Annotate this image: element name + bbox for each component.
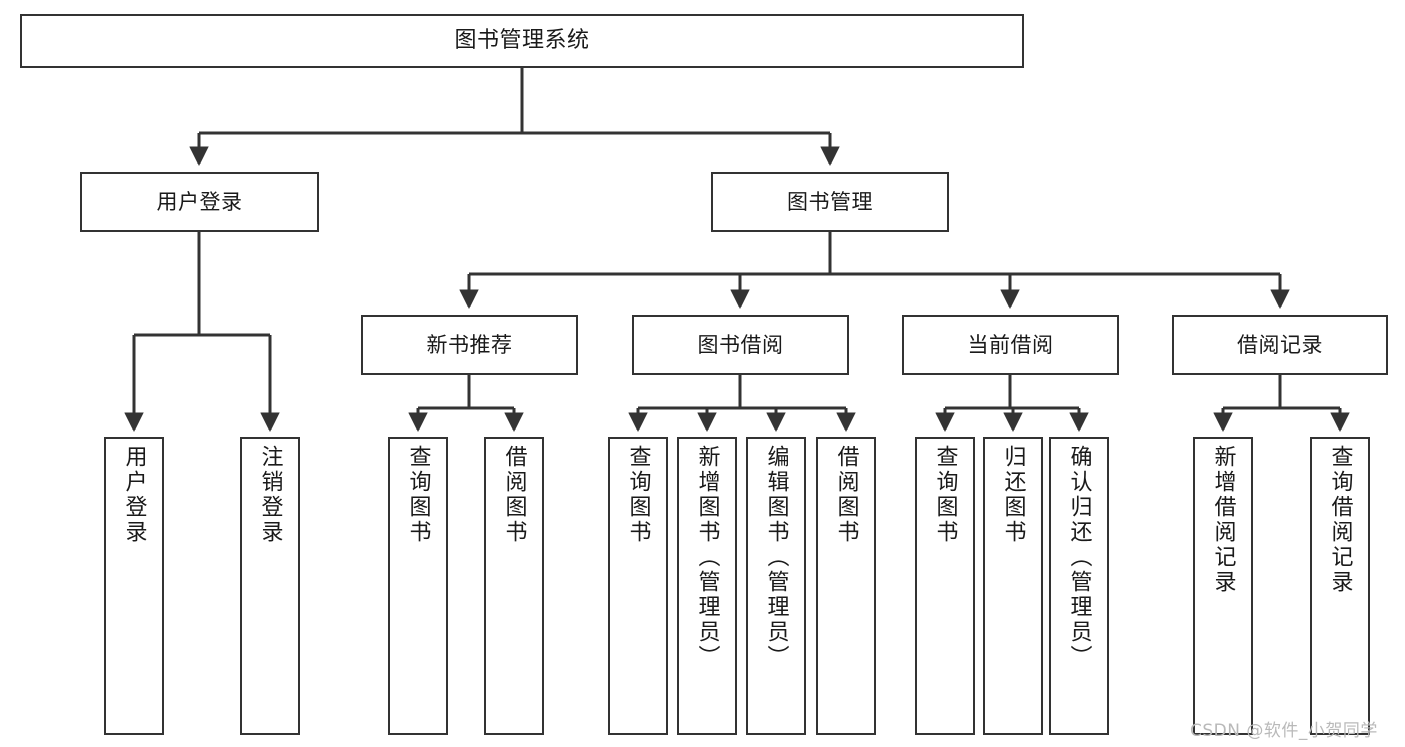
node-leaf-confirm-return-label: 确认归还（管理员） [1066,445,1092,670]
node-borrow-record[interactable]: 借阅记录 [1172,315,1388,375]
node-leaf-user-login[interactable]: 用户登录 [104,437,164,735]
node-leaf-borrow-book-1-label: 借阅图书 [501,445,527,545]
node-leaf-return-book-label: 归还图书 [1000,445,1026,545]
node-leaf-query-book-3-label: 查询图书 [932,445,958,545]
node-leaf-user-logout[interactable]: 注销登录 [240,437,300,735]
node-leaf-query-record-label: 查询借阅记录 [1327,445,1353,595]
node-current-borrow[interactable]: 当前借阅 [902,315,1119,375]
node-book-borrow[interactable]: 图书借阅 [632,315,849,375]
node-leaf-query-book-3[interactable]: 查询图书 [915,437,975,735]
node-leaf-user-login-label: 用户登录 [121,445,147,545]
node-leaf-confirm-return[interactable]: 确认归还（管理员） [1049,437,1109,735]
node-leaf-query-book-1[interactable]: 查询图书 [388,437,448,735]
node-leaf-add-book[interactable]: 新增图书（管理员） [677,437,737,735]
node-leaf-add-book-label: 新增图书（管理员） [694,445,720,670]
node-leaf-edit-book-label: 编辑图书（管理员） [763,445,789,670]
node-leaf-borrow-book-1[interactable]: 借阅图书 [484,437,544,735]
node-user-login[interactable]: 用户登录 [80,172,319,232]
node-book-borrow-label: 图书借阅 [697,332,784,357]
node-new-book-rec-label: 新书推荐 [426,332,513,357]
node-leaf-add-record-label: 新增借阅记录 [1210,445,1236,595]
node-leaf-query-book-1-label: 查询图书 [405,445,431,545]
node-leaf-user-logout-label: 注销登录 [257,445,283,545]
node-borrow-record-label: 借阅记录 [1237,332,1323,357]
node-book-manage-label: 图书管理 [787,189,873,214]
node-root-label: 图书管理系统 [454,28,590,54]
node-leaf-borrow-book-2-label: 借阅图书 [833,445,859,545]
node-user-login-label: 用户登录 [156,189,243,214]
node-leaf-add-record[interactable]: 新增借阅记录 [1193,437,1253,735]
watermark-text: CSDN @软件_小贺同学 [1190,721,1378,741]
node-new-book-rec[interactable]: 新书推荐 [361,315,578,375]
node-leaf-query-record[interactable]: 查询借阅记录 [1310,437,1370,735]
node-current-borrow-label: 当前借阅 [967,332,1054,357]
node-leaf-return-book[interactable]: 归还图书 [983,437,1043,735]
node-book-manage[interactable]: 图书管理 [711,172,949,232]
node-leaf-query-book-2[interactable]: 查询图书 [608,437,668,735]
node-leaf-borrow-book-2[interactable]: 借阅图书 [816,437,876,735]
node-leaf-query-book-2-label: 查询图书 [625,445,651,545]
node-root[interactable]: 图书管理系统 [20,14,1024,68]
node-leaf-edit-book[interactable]: 编辑图书（管理员） [746,437,806,735]
